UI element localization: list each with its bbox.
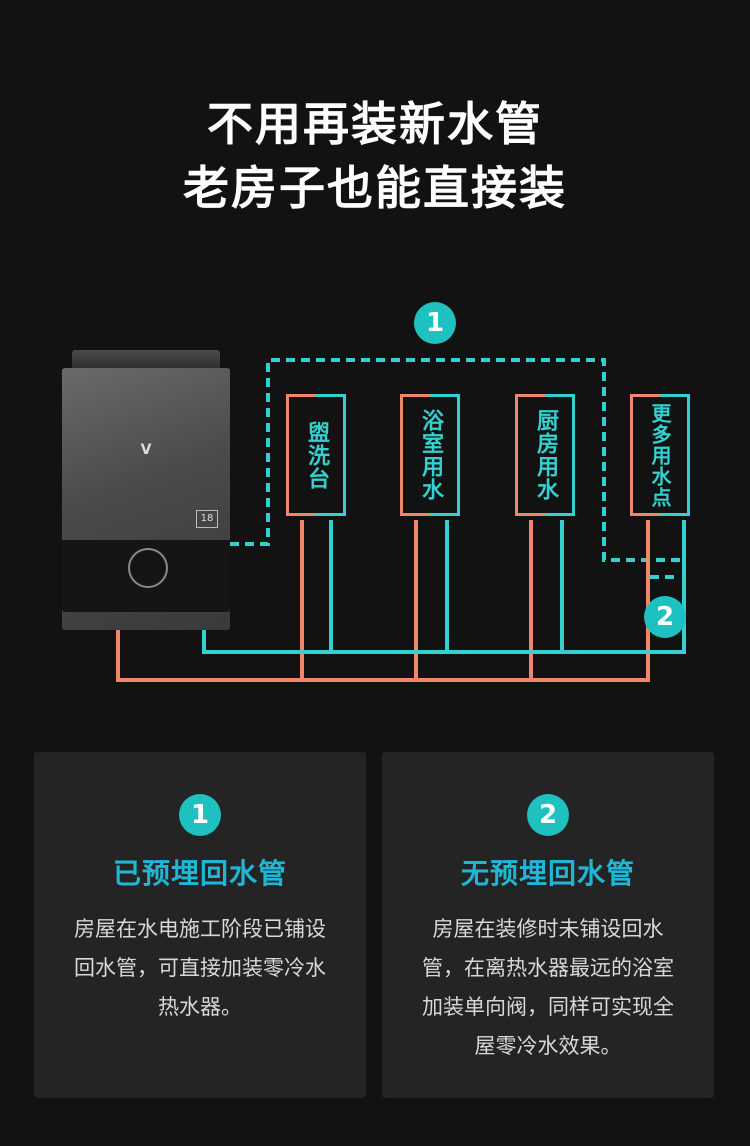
heater-dial-icon: [128, 548, 168, 588]
headline-line-1: 不用再装新水管: [0, 92, 750, 156]
fixture-more: 更多用水点: [630, 394, 690, 516]
card-description: 房屋在水电施工阶段已铺设回水管，可直接加装零冷水热水器。: [74, 910, 326, 1027]
water-heater-image: V 18: [62, 350, 230, 630]
fixture-label: 盥洗台: [303, 421, 329, 490]
card-title: 已预埋回水管: [34, 852, 366, 892]
cyan-return-pipe: [204, 520, 684, 652]
plumbing-diagram: 1 2 V 18 盥洗台 浴室用水 厨房用水 更多用水点: [0, 290, 750, 710]
card-scenario-1: 1 已预埋回水管 房屋在水电施工阶段已铺设回水管，可直接加装零冷水热水器。: [34, 752, 366, 1098]
badge-two-icon: 2: [644, 596, 686, 638]
badge-one-icon: 1: [414, 302, 456, 344]
fixture-washbasin: 盥洗台: [286, 394, 346, 516]
fixture-bathroom: 浴室用水: [400, 394, 460, 516]
fixture-label: 更多用水点: [649, 403, 671, 508]
headline-line-2: 老房子也能直接装: [0, 156, 750, 220]
fixture-label: 厨房用水: [532, 409, 558, 501]
fixture-kitchen: 厨房用水: [515, 394, 575, 516]
card-scenario-2: 2 无预埋回水管 房屋在装修时未铺设回水管，在离热水器最远的浴室加装单向阀，同样…: [382, 752, 714, 1098]
card-title: 无预埋回水管: [382, 852, 714, 892]
heater-rating-badge: 18: [196, 510, 218, 528]
heater-top: [72, 350, 220, 370]
headline: 不用再装新水管 老房子也能直接装: [0, 92, 750, 220]
fixture-label: 浴室用水: [417, 409, 443, 501]
card-badge-one-icon: 1: [179, 794, 221, 836]
card-description: 房屋在装修时未铺设回水管，在离热水器最远的浴室加装单向阀，同样可实现全屋零冷水效…: [422, 910, 674, 1066]
card-badge-two-icon: 2: [527, 794, 569, 836]
heater-logo: V: [136, 442, 156, 462]
